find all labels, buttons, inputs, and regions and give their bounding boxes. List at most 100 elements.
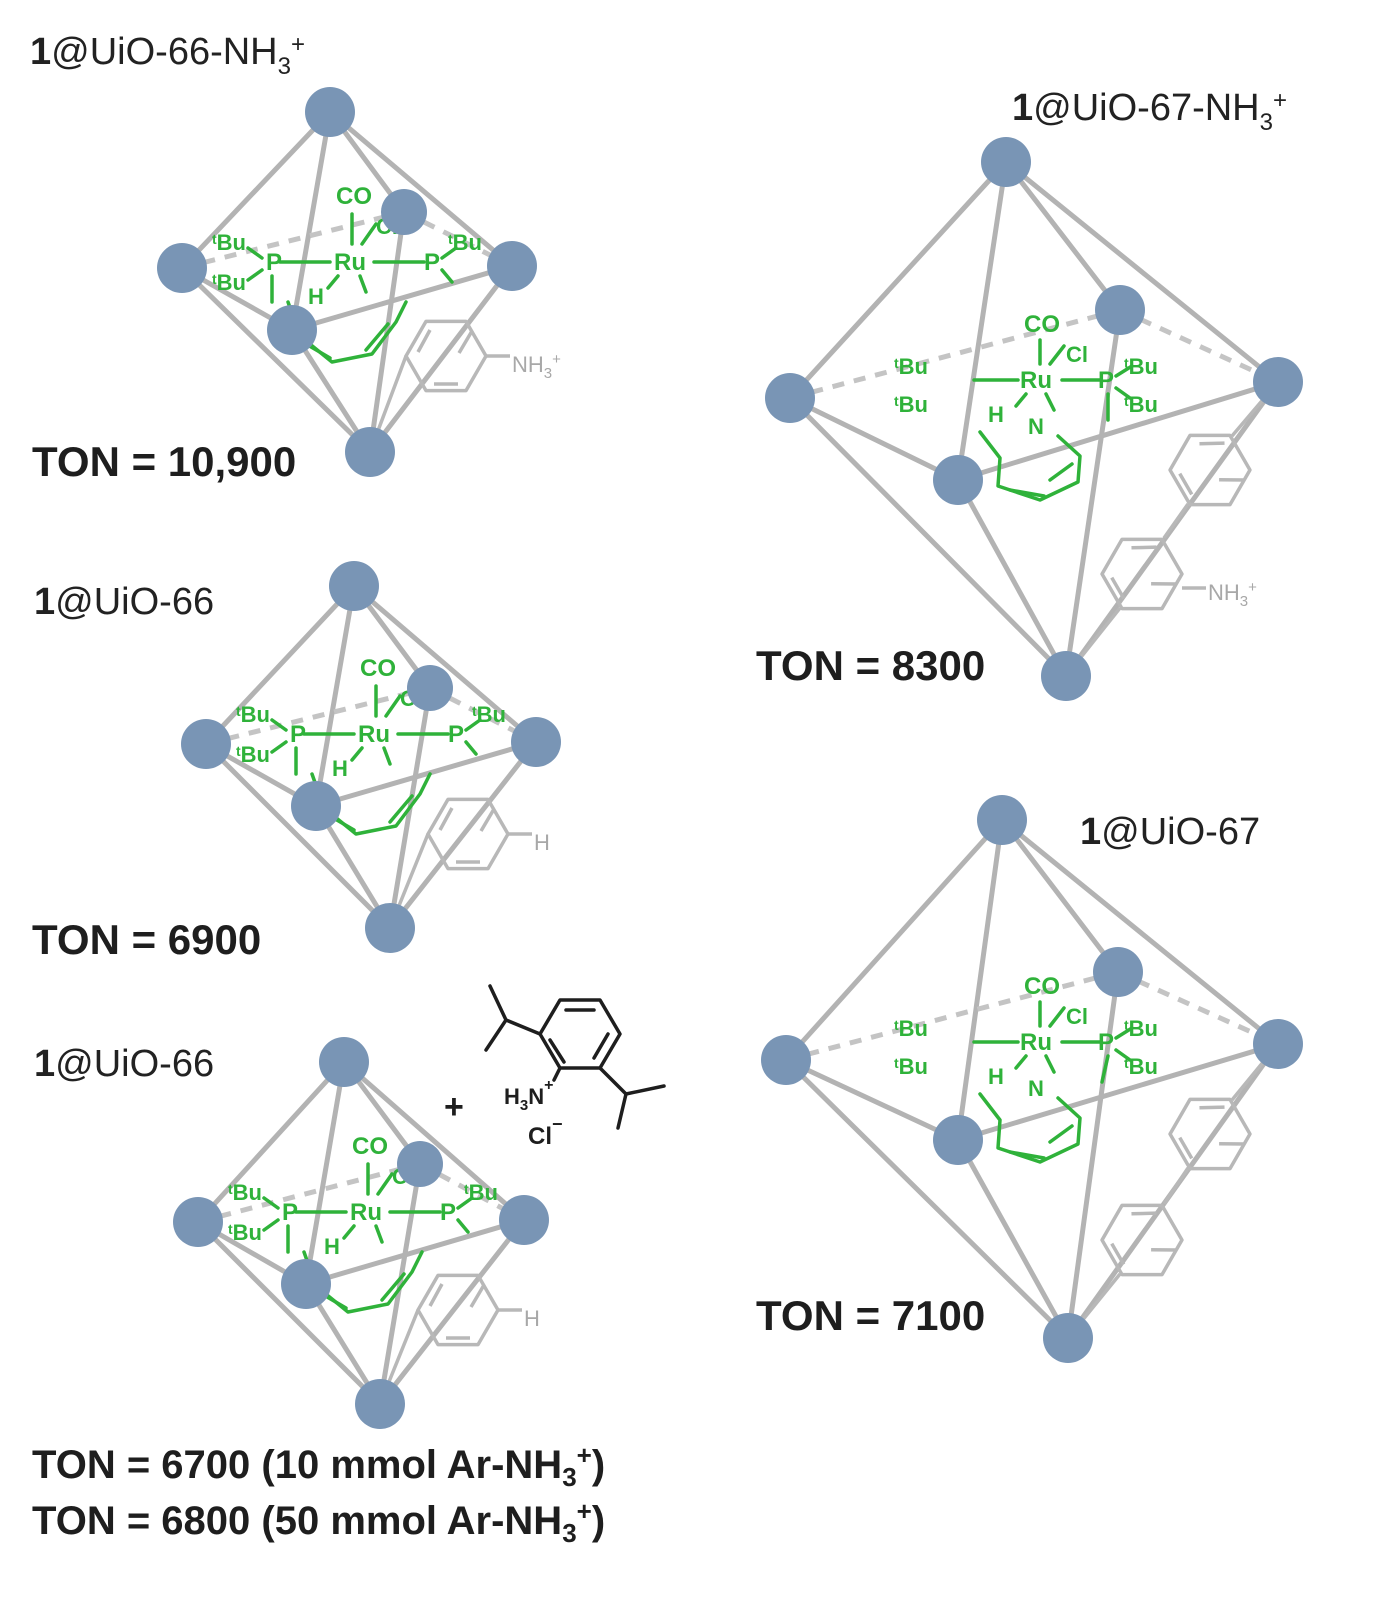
additive-anilinium: + H3N+ Cl− <box>444 984 666 1150</box>
zr-node <box>981 137 1031 187</box>
p-atom-right: P <box>440 1199 456 1226</box>
tbu-group: tBu <box>894 1016 928 1041</box>
linker-benzene: H <box>378 1273 540 1405</box>
zr-node <box>157 243 207 293</box>
ru-pincer-complex: CO Cl Ru P H N tBu tBu tBu tBu <box>894 311 1158 502</box>
linker-aminobenzene: NH3+ <box>368 319 561 453</box>
p-atom-right: P <box>424 249 440 276</box>
tbu-group: tBu <box>228 1180 262 1205</box>
zr-node <box>765 373 815 423</box>
zr-node <box>1253 1019 1303 1069</box>
cl-ligand: Cl <box>1066 342 1088 367</box>
p-atom-left: P <box>282 1199 298 1226</box>
linker-group: NH3+ <box>1208 579 1257 610</box>
chloride-ion: Cl− <box>528 1114 563 1150</box>
tbu-group: tBu <box>236 742 270 767</box>
panel-title: 1@UiO-67-NH3+ <box>1012 87 1287 136</box>
p-atom-left: P <box>290 721 306 748</box>
cl-ligand: Cl <box>1066 1004 1088 1029</box>
panel-title: 1@UiO-66 <box>34 581 214 623</box>
ton-value: TON = 6900 <box>32 916 261 963</box>
co-ligand: CO <box>360 655 396 682</box>
zr-node <box>281 1259 331 1309</box>
ru-atom: Ru <box>1020 1029 1052 1056</box>
ru-atom: Ru <box>1020 367 1052 394</box>
ru-atom: Ru <box>350 1199 382 1226</box>
zr-node <box>933 1115 983 1165</box>
anilinium-nh3: H3N+ <box>504 1077 553 1114</box>
zr-node <box>511 717 561 767</box>
tbu-group: tBu <box>472 702 506 727</box>
zr-node <box>305 87 355 137</box>
ru-atom: Ru <box>358 721 390 748</box>
tbu-group: tBu <box>464 1180 498 1205</box>
ton-value: TON = 6800 (50 mmol Ar-NH3+) <box>32 1496 605 1548</box>
tbu-group: tBu <box>894 354 928 379</box>
zr-node <box>181 719 231 769</box>
tbu-group: tBu <box>1124 354 1158 379</box>
ru-pincer-complex: CO Cl Ru P P H tBu tBu tBu <box>236 655 506 836</box>
p-atom-right: P <box>1098 367 1114 394</box>
zr-node <box>977 795 1027 845</box>
tbu-group: tBu <box>1124 1054 1158 1079</box>
h-atom: H <box>308 284 324 309</box>
linker-biphenyl-amino: NH3+ <box>1064 380 1280 678</box>
zr-node <box>1041 651 1091 701</box>
co-ligand: CO <box>336 183 372 210</box>
panel-uio67: 1@UiO-67 <box>756 795 1303 1363</box>
tbu-group: tBu <box>212 270 246 295</box>
zr-node <box>319 1037 369 1087</box>
zr-node <box>499 1195 549 1245</box>
zr-node <box>487 241 537 291</box>
panel-title: 1@UiO-66-NH3+ <box>30 31 305 80</box>
ru-atom: Ru <box>334 249 366 276</box>
zr-node <box>397 1141 443 1187</box>
panel-uio66-nh3: 1@UiO-66-NH3+ NH3+ CO Cl Ru P <box>30 31 561 485</box>
tbu-group: tBu <box>448 230 482 255</box>
panel-uio66-additive: 1@UiO-66 H CO Cl Ru P P <box>32 984 666 1548</box>
zr-node <box>407 665 453 711</box>
zr-node <box>1253 357 1303 407</box>
zr-node <box>291 781 341 831</box>
zr-node <box>355 1379 405 1429</box>
zr-node <box>365 903 415 953</box>
ton-value: TON = 8300 <box>756 642 985 689</box>
tbu-group: tBu <box>236 702 270 727</box>
zr-node <box>761 1035 811 1085</box>
tbu-group: tBu <box>1124 1016 1158 1041</box>
linker-group: H <box>534 830 550 855</box>
p-atom-right: P <box>1098 1029 1114 1056</box>
linker-benzene: H <box>388 797 550 929</box>
zr-node <box>173 1197 223 1247</box>
panel-uio67-nh3: 1@UiO-67-NH3+ NH3+ <box>756 87 1303 701</box>
tbu-group: tBu <box>1124 392 1158 417</box>
n-atom: N <box>1028 1076 1044 1101</box>
plus-sign: + <box>444 1088 464 1126</box>
ru-pincer-complex: CO Cl Ru P H N tBu tBu tBu tBu <box>894 973 1158 1164</box>
octahedral-cage <box>783 817 1281 1341</box>
zr-node <box>267 305 317 355</box>
linker-group: H <box>524 1306 540 1331</box>
ton-value: TON = 7100 <box>756 1292 985 1339</box>
zr-node <box>933 455 983 505</box>
panel-title: 1@UiO-66 <box>34 1043 214 1085</box>
tbu-group: tBu <box>894 1054 928 1079</box>
ton-value: TON = 10,900 <box>32 438 296 485</box>
panel-title: 1@UiO-67 <box>1080 811 1260 853</box>
zr-node <box>1093 947 1143 997</box>
linker-group: NH3+ <box>512 351 561 382</box>
zr-node <box>329 561 379 611</box>
co-ligand: CO <box>1024 973 1060 1000</box>
p-atom-right: P <box>448 721 464 748</box>
h-atom: H <box>324 1234 340 1259</box>
p-atom-left: P <box>266 249 282 276</box>
panel-uio66: 1@UiO-66 H CO Cl Ru P P <box>32 561 561 963</box>
tbu-group: tBu <box>228 1220 262 1245</box>
zr-node <box>345 427 395 477</box>
h-atom: H <box>988 1064 1004 1089</box>
co-ligand: CO <box>1024 311 1060 338</box>
h-atom: H <box>988 402 1004 427</box>
n-atom: N <box>1028 414 1044 439</box>
tbu-group: tBu <box>212 230 246 255</box>
